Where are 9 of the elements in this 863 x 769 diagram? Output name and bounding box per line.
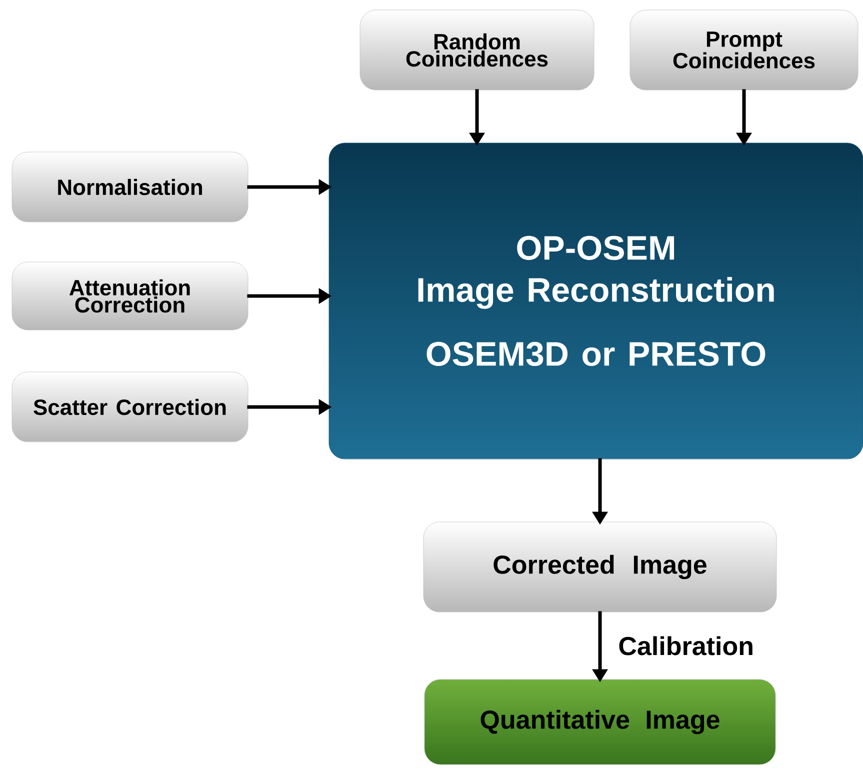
process-box: Corrected Image: [423, 522, 777, 612]
process-box: Attenuation Correction: [12, 262, 248, 330]
result-box: Quantitative Image: [424, 679, 776, 765]
process-box: Scatter Correction: [12, 372, 248, 442]
process-box: Prompt Coincidences: [630, 10, 858, 90]
process-box: Random Coincidences: [360, 10, 594, 90]
reconstruction-box: OP-OSEM Image Reconstruction OSEM3D or PRESTO: [328, 142, 863, 460]
process-box: Normalisation: [12, 152, 248, 222]
edge-label: Calibration: [616, 634, 756, 658]
